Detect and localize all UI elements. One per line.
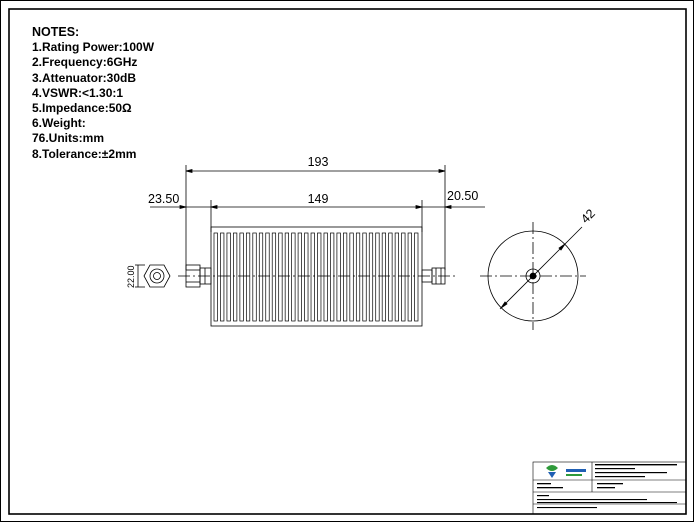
diameter-dim-line	[499, 226, 583, 310]
heatsink-fin	[271, 232, 277, 322]
heatsink-fin	[330, 232, 335, 322]
left-connector-body	[199, 267, 212, 285]
note-units: 76.Units:mm	[32, 131, 105, 146]
note-impedance: 5.Impedance:50Ω	[32, 101, 132, 116]
heatsink-fin	[317, 232, 322, 322]
heatsink-fin	[401, 232, 406, 322]
company-logo	[546, 465, 586, 478]
note-rating-power: 1.Rating Power:100W	[32, 40, 155, 55]
heatsink-fin	[310, 232, 315, 322]
heatsink-fin	[220, 232, 225, 322]
heatsink-fin	[323, 232, 328, 322]
end-view	[480, 222, 586, 330]
heatsink-fin	[284, 232, 289, 322]
heatsink-fin	[258, 232, 264, 322]
notes-block: NOTES: 1.Rating Power:100W 2.Frequency:6…	[32, 25, 154, 162]
overall-dim-arrow-left	[185, 168, 193, 174]
right-conn-dim-arrow	[444, 204, 452, 210]
dim-connector-size-text: 22.00	[126, 265, 136, 288]
body-dim-arrow-right	[415, 204, 423, 210]
dim-diameter-text: 42	[578, 206, 598, 226]
heatsink-fin	[368, 232, 374, 322]
body-dim-arrow-left	[210, 204, 218, 210]
heatsink-fin	[349, 232, 354, 322]
heatsink-fin	[265, 232, 270, 322]
diameter-arrow-b	[558, 243, 566, 251]
heatsink-fin	[343, 232, 348, 322]
heatsink-fin	[233, 232, 238, 322]
heatsink-fin	[407, 232, 412, 322]
heatsink-fin	[362, 232, 367, 322]
dim-right-connector-text: 20.50	[447, 189, 478, 203]
heatsink-fin	[239, 232, 244, 322]
heatsink-fin	[394, 232, 399, 322]
heatsink-outline	[210, 226, 423, 327]
heatsink-fin	[245, 232, 251, 322]
heatsink-fin	[336, 232, 341, 322]
heatsink-fin	[304, 232, 309, 322]
drawing-frame	[8, 8, 687, 515]
right-connector-tip	[431, 267, 446, 285]
connector-end-inner	[153, 272, 161, 280]
note-attenuator: 3.Attenuator:30dB	[32, 70, 137, 85]
heatsink-fin	[252, 232, 257, 322]
title-block	[532, 461, 687, 515]
note-weight: 6.Weight:	[32, 116, 86, 131]
note-tolerance: 8.Tolerance:±2mm	[32, 146, 137, 161]
side-view	[135, 165, 485, 327]
heatsink-fin	[388, 232, 393, 322]
title-block-fine-print	[537, 464, 677, 509]
overall-dim-arrow-right	[438, 168, 446, 174]
heatsink-fin	[226, 232, 231, 322]
heatsink-fins	[213, 232, 419, 322]
heatsink-fin	[414, 232, 419, 322]
diameter-arrow-a	[500, 301, 508, 309]
heatsink-fin	[375, 232, 380, 322]
heatsink-fin	[381, 232, 387, 322]
heatsink-fin	[297, 232, 302, 322]
dim-overall-text: 193	[308, 155, 329, 169]
connector-end-hex	[143, 264, 171, 288]
note-frequency: 2.Frequency:6GHz	[32, 55, 138, 70]
heatsink-fin	[291, 232, 296, 322]
dim-body-text: 149	[308, 192, 329, 206]
notes-title: NOTES:	[32, 25, 80, 39]
heatsink-fin	[213, 232, 218, 322]
dim-left-connector-text: 23.50	[148, 192, 179, 206]
heatsink-fin	[278, 232, 283, 322]
left-conn-dim-arrow	[179, 204, 187, 210]
heatsink-fin	[355, 232, 361, 322]
connector-end-outer	[149, 268, 165, 284]
note-vswr: 4.VSWR:<1.30:1	[32, 85, 124, 100]
